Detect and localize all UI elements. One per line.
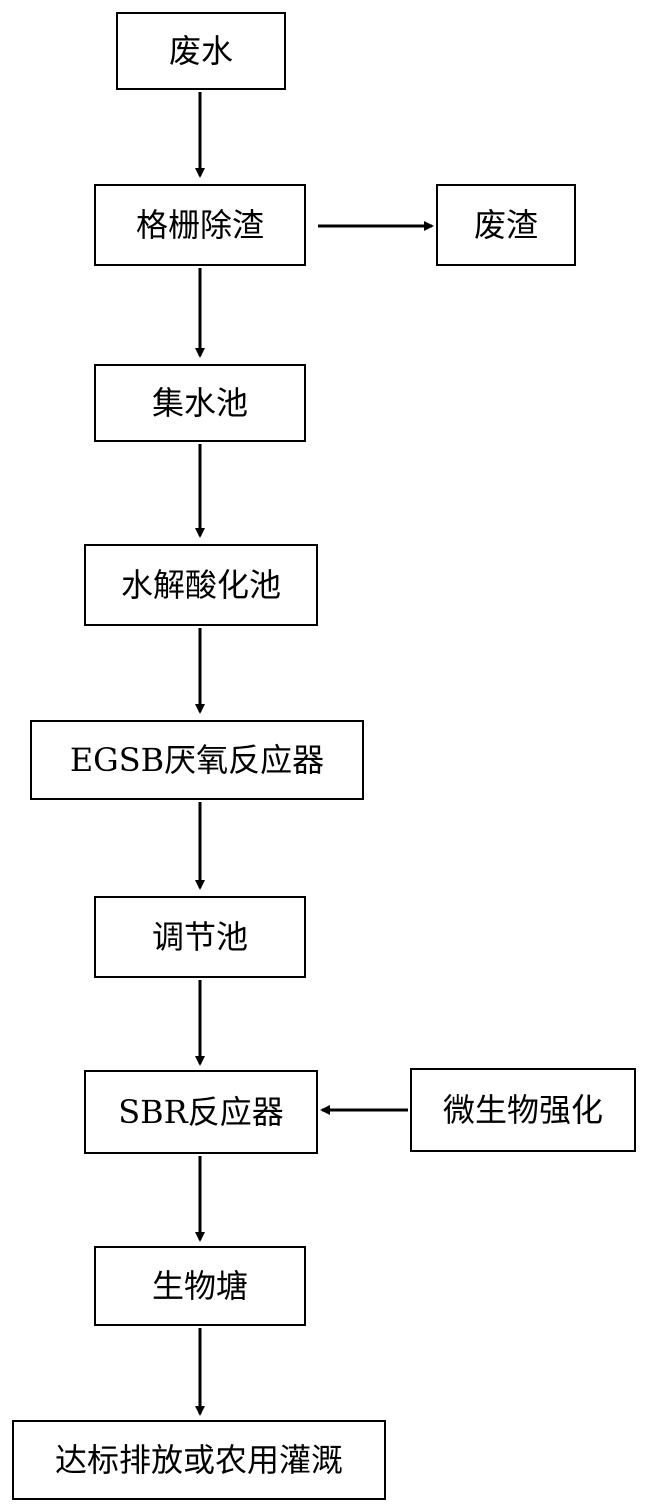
node-biological-pond: 生物塘	[94, 1246, 306, 1326]
node-collection-tank: 集水池	[94, 364, 306, 442]
node-egsb-anaerobic-reactor: EGSB厌氧反应器	[30, 720, 364, 800]
node-wastewater: 废水	[116, 12, 286, 90]
node-hydrolysis-acidification-tank: 水解酸化池	[84, 544, 318, 626]
node-waste-residue: 废渣	[436, 184, 576, 266]
node-microbial-enhancement: 微生物强化	[410, 1068, 636, 1152]
node-sbr-reactor: SBR反应器	[84, 1070, 318, 1154]
node-regulating-tank: 调节池	[94, 896, 306, 978]
node-screen-residue-removal: 格栅除渣	[94, 184, 306, 266]
node-discharge-or-irrigation: 达标排放或农用灌溉	[12, 1420, 386, 1500]
